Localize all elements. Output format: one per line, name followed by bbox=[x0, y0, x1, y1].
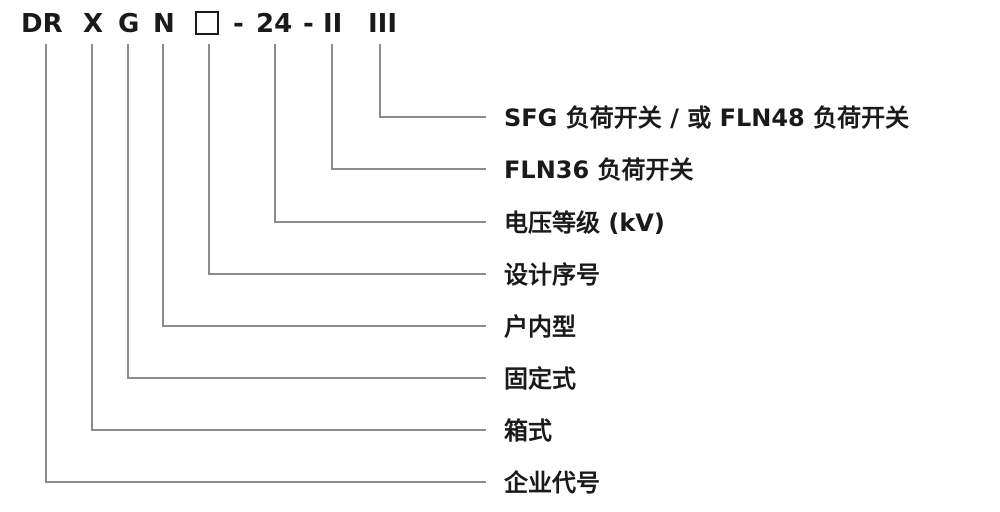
code-segment-ii: II bbox=[323, 9, 342, 39]
leader-line-g bbox=[127, 44, 486, 379]
explanation-x: 箱式 bbox=[504, 417, 552, 445]
leader-line-n bbox=[162, 44, 486, 327]
code-segment-x: X bbox=[83, 9, 103, 39]
leader-line-box bbox=[208, 44, 486, 275]
leader-line-ii bbox=[331, 44, 486, 170]
code-segment-box-glyph bbox=[195, 11, 219, 35]
explanation-g: 固定式 bbox=[504, 365, 576, 393]
leader-line-iii bbox=[379, 44, 486, 118]
code-segment-dr: DR bbox=[21, 9, 63, 39]
explanation-ii: FLN36 负荷开关 bbox=[504, 156, 694, 184]
code-segment-24: 24 bbox=[256, 9, 292, 39]
explanation-dr: 企业代号 bbox=[504, 469, 600, 497]
code-segment-iii: III bbox=[368, 9, 397, 39]
code-segment-separator-2: - bbox=[303, 9, 314, 39]
code-segment-n: N bbox=[153, 9, 175, 39]
leader-line-x bbox=[91, 44, 486, 431]
model-code: DR X G N - 24 - II III bbox=[21, 9, 397, 39]
leader-line-dr bbox=[45, 44, 486, 483]
code-segment-separator-1: - bbox=[233, 9, 244, 39]
code-segment-g: G bbox=[118, 9, 139, 39]
explanation-box: 设计序号 bbox=[504, 261, 600, 289]
explanation-n: 户内型 bbox=[504, 313, 576, 341]
explanation-labels: SFG 负荷开关 / 或 FLN48 负荷开关 FLN36 负荷开关 电压等级 … bbox=[504, 104, 909, 497]
leader-line-24 bbox=[274, 44, 486, 223]
explanation-24: 电压等级 (kV) bbox=[504, 209, 665, 237]
leader-lines bbox=[45, 44, 486, 483]
explanation-iii: SFG 负荷开关 / 或 FLN48 负荷开关 bbox=[504, 104, 909, 132]
